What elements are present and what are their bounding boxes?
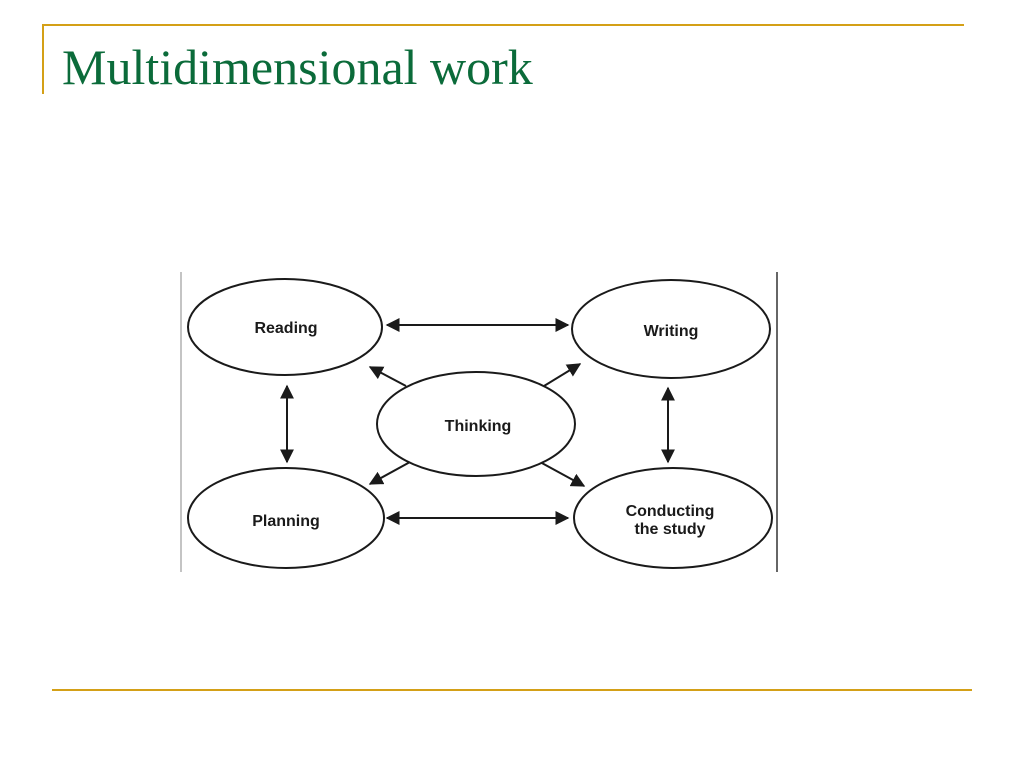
node-planning-shape: [187, 467, 385, 569]
diagram: Reading Writing Thinking Planning Conduc…: [180, 272, 778, 572]
node-thinking-label: Thinking: [445, 418, 512, 435]
node-conducting-label-line2: the study: [634, 521, 705, 538]
title-side-accent-line: [42, 24, 44, 94]
node-reading-label: Reading: [254, 320, 317, 337]
node-planning-label: Planning: [252, 513, 320, 530]
slide-title: Multidimensional work: [62, 39, 533, 95]
arrow-thinking-planning: [368, 461, 411, 485]
title-top-accent-line: [42, 24, 964, 26]
node-thinking-shape: [376, 371, 576, 477]
node-writing-shape: [571, 279, 771, 379]
node-reading: Reading: [187, 278, 383, 376]
node-reading-shape: [187, 278, 383, 376]
node-conducting-the-study: Conducting the study: [573, 467, 773, 569]
node-planning: Planning: [187, 467, 385, 569]
footer-accent-line: [52, 689, 972, 691]
diagram-canvas: Reading Writing Thinking Planning Conduc…: [180, 272, 778, 572]
arrow-thinking-conducting: [539, 461, 586, 487]
arrow-thinking-reading: [368, 366, 407, 387]
node-writing-label: Writing: [644, 323, 699, 340]
node-conducting-label-line1: Conducting: [626, 503, 715, 520]
arrow-thinking-writing: [543, 363, 582, 387]
node-writing: Writing: [571, 279, 771, 379]
node-conducting-shape: [573, 467, 773, 569]
node-thinking: Thinking: [376, 371, 576, 477]
